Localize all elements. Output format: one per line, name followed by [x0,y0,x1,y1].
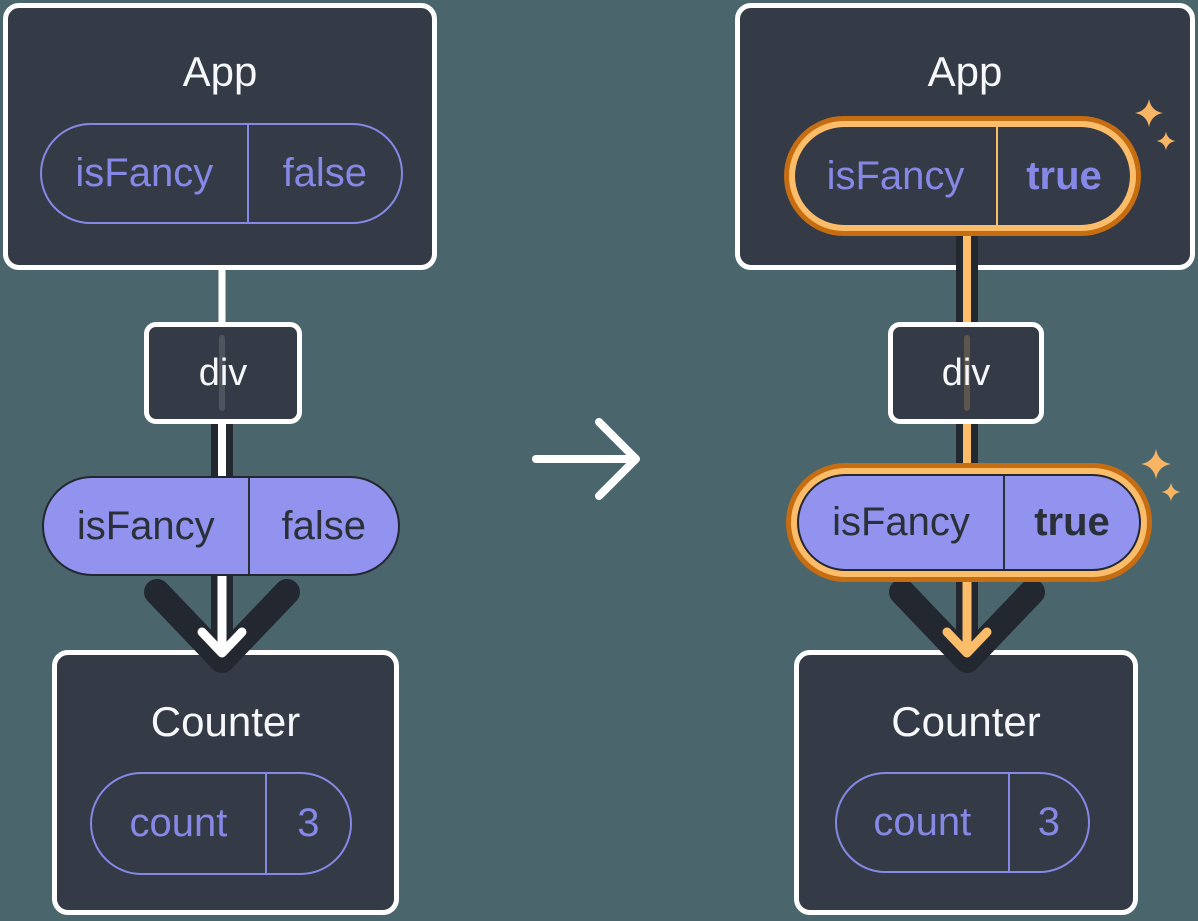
state-name: count [129,801,228,845]
left-app-title: App [182,48,258,95]
right-app-prop-pill-highlighted: isFancy true [795,127,1130,225]
left-counter-state-pill: count 3 [90,772,352,875]
state-name: count [873,800,972,844]
prop-value: false [281,503,367,548]
left-div-box [144,322,302,424]
prop-value: false [282,151,368,195]
state-value: 3 [297,801,320,845]
right-passed-prop-pill-highlighted: isFancy true [797,474,1141,571]
prop-name: isFancy [76,503,215,548]
left-div-label: div [198,352,248,394]
prop-value: true [1026,153,1102,198]
left-div-pipe-shadow [219,335,225,411]
prop-name: isFancy [75,151,214,195]
sparkle-icon [1134,98,1164,128]
prop-name: isFancy [832,500,970,544]
pill-divider [1003,476,1005,569]
right-div-label: div [941,352,991,394]
transition-arrow-icon [532,418,640,500]
left-passed-prop-pill: isFancy false [42,476,400,576]
pill-divider [1007,774,1010,871]
right-div-box [888,322,1044,424]
right-app-card [735,3,1195,270]
pill-divider [247,478,250,574]
pill-divider [264,774,267,873]
pill-divider [246,125,249,222]
right-counter-title: Counter [891,698,1041,745]
sparkle-icon [1156,131,1176,151]
prop-name: isFancy [826,153,965,198]
sparkle-icon [1161,482,1181,502]
right-div-pipe-shadow [964,335,970,411]
right-counter-state-pill: count 3 [835,772,1090,873]
sparkle-icon [1141,449,1171,479]
left-app-prop-pill: isFancy false [40,123,403,224]
state-value: 3 [1037,800,1060,844]
right-app-title: App [927,48,1003,95]
left-counter-title: Counter [150,698,301,745]
pill-divider [996,127,998,225]
prop-value: true [1034,500,1110,544]
